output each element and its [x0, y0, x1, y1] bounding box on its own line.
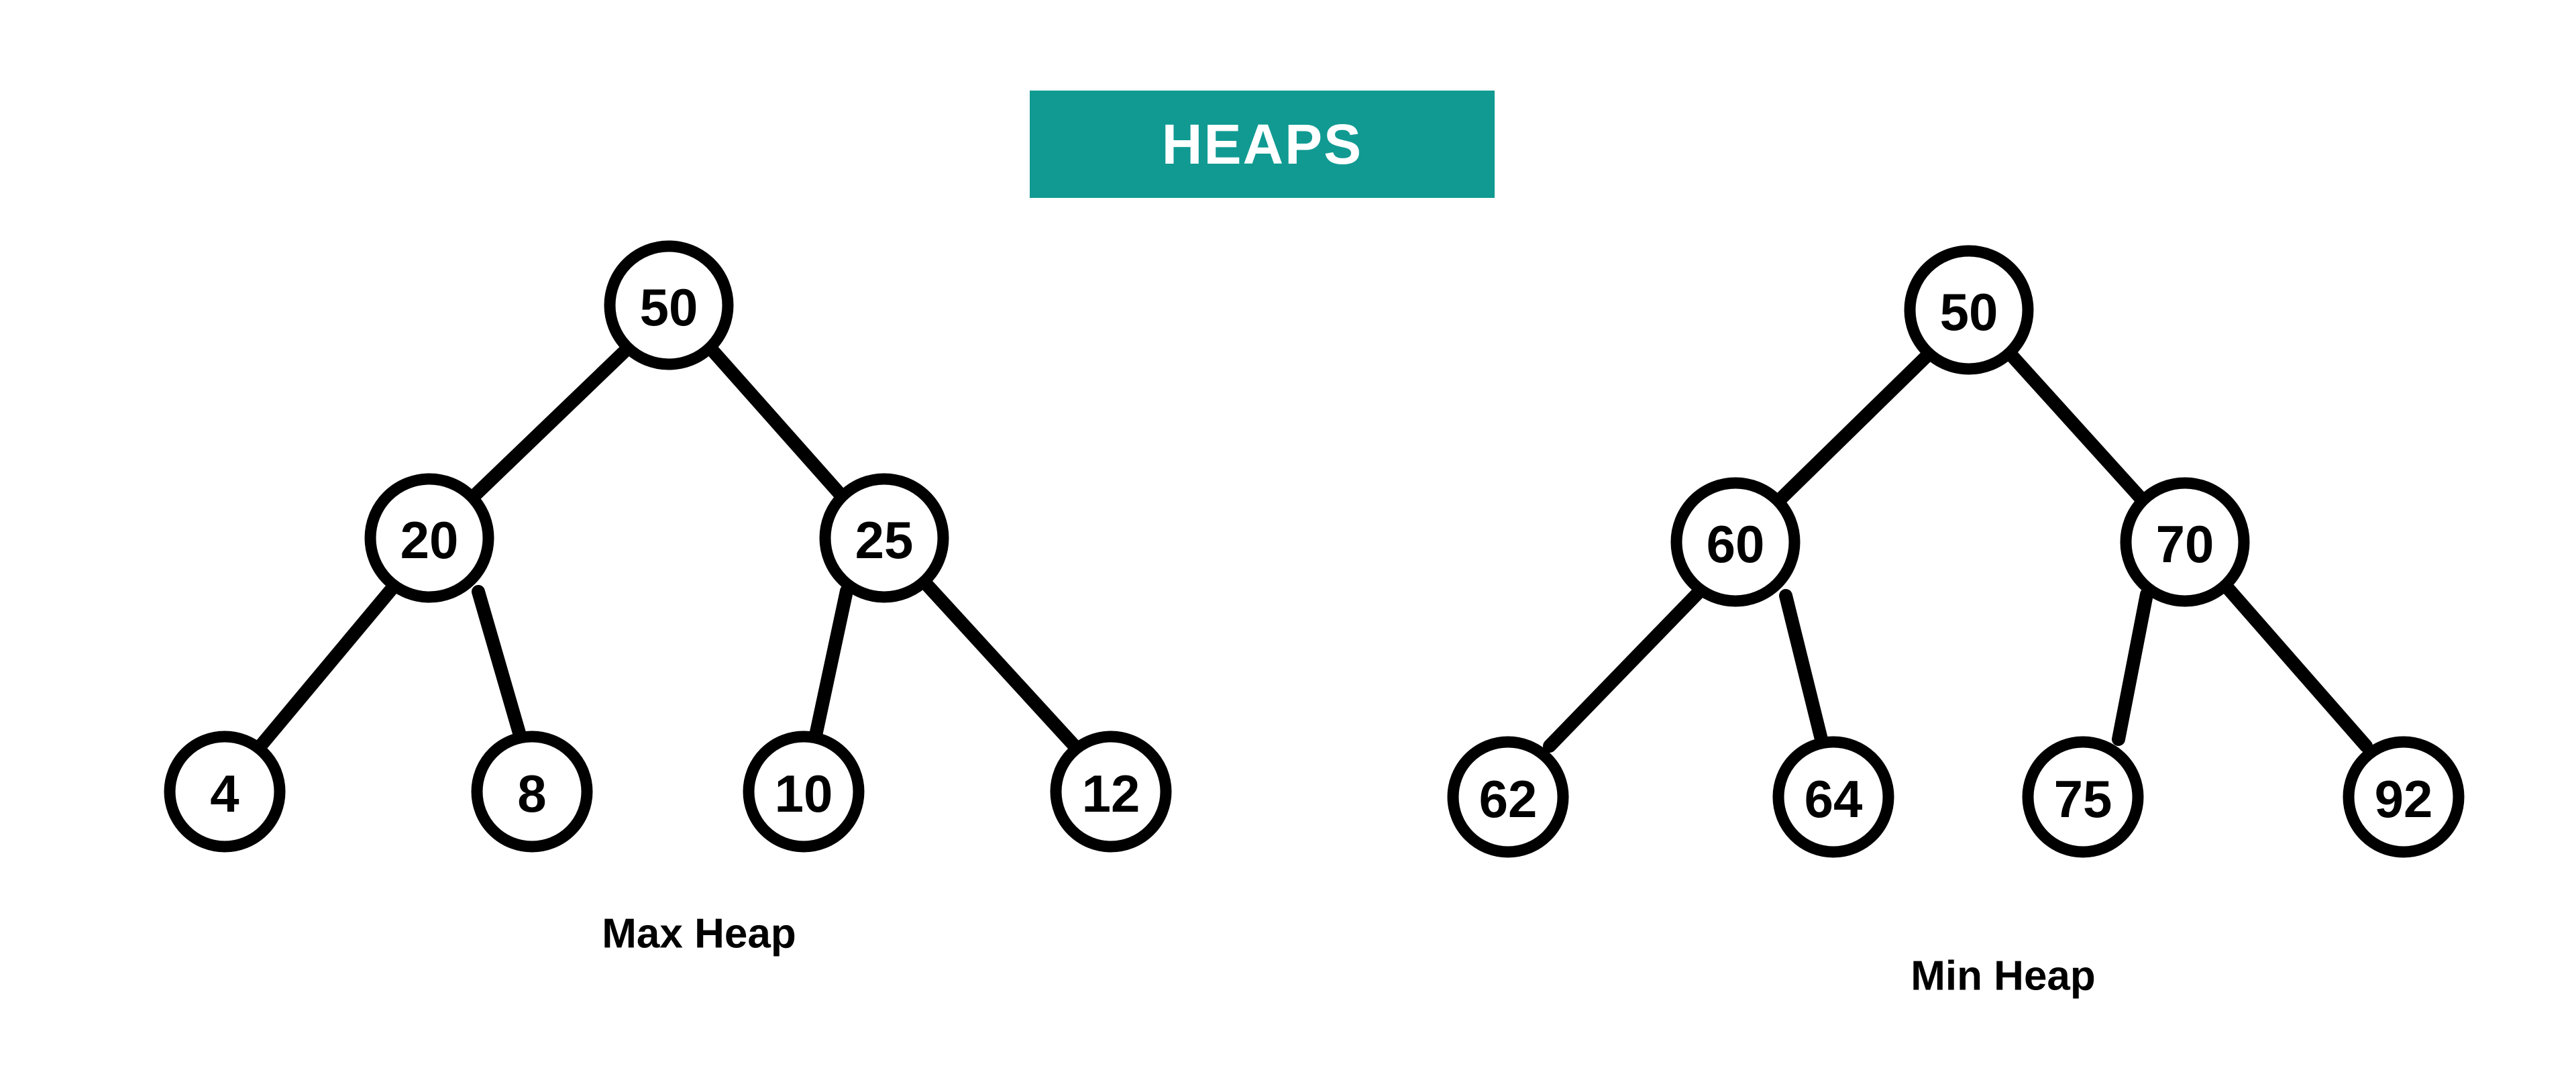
page-title: HEAPS — [1161, 113, 1363, 176]
node-value-label: 60 — [1707, 515, 1765, 574]
edge-min-root-to-min-l — [1771, 347, 1935, 508]
node-max-rr[interactable]: 12 — [1050, 731, 1172, 853]
caption-min-heap: Min Heap — [1911, 953, 2096, 1000]
node-circle — [1772, 736, 1894, 858]
caption-max-heap: Max Heap — [602, 911, 796, 957]
node-max-l[interactable]: 20 — [364, 473, 494, 603]
node-circle — [471, 731, 593, 853]
node-min-l[interactable]: 60 — [1670, 477, 1801, 607]
node-circle — [819, 473, 949, 603]
edge-max-r-to-max-rl — [809, 584, 853, 742]
node-value-label: 20 — [400, 511, 459, 570]
node-value-label: 4 — [210, 764, 239, 823]
node-circle — [1670, 477, 1801, 607]
node-value-label: 64 — [1805, 769, 1863, 828]
edge-min-root-to-min-r — [2004, 347, 2151, 508]
edge-max-root-to-max-r — [704, 341, 850, 504]
node-min-root[interactable]: 50 — [1904, 245, 2034, 375]
edge-min-r-to-min-rl — [2112, 588, 2153, 746]
node-circle — [604, 240, 734, 370]
node-value-label: 62 — [1479, 769, 1538, 828]
node-min-r[interactable]: 70 — [2120, 477, 2250, 607]
node-circle — [2022, 736, 2144, 858]
node-max-r[interactable]: 25 — [819, 473, 949, 603]
node-max-ll[interactable]: 4 — [164, 731, 286, 853]
node-max-rl[interactable]: 10 — [743, 731, 865, 853]
node-circle — [743, 731, 865, 853]
node-min-lr[interactable]: 64 — [1772, 736, 1894, 858]
node-circle — [1447, 736, 1569, 858]
node-value-label: 50 — [640, 278, 698, 337]
edge-min-l-to-min-ll — [1543, 584, 1707, 753]
node-value-label: 50 — [1940, 282, 1998, 341]
node-circle — [364, 473, 494, 603]
node-value-label: 12 — [1082, 764, 1140, 823]
node-circle — [2120, 477, 2250, 607]
edge-min-l-to-min-lr — [1779, 589, 1828, 746]
node-value-label: 10 — [775, 764, 833, 823]
node-value-label: 8 — [517, 764, 546, 823]
title-banner: HEAPS — [1030, 91, 1495, 198]
node-min-ll[interactable]: 62 — [1447, 736, 1569, 858]
edge-max-r-to-max-rr — [920, 578, 1080, 751]
edge-max-l-to-max-lr — [472, 585, 527, 742]
node-value-label: 75 — [2054, 769, 2112, 828]
node-value-label: 92 — [2375, 769, 2433, 828]
edge-min-r-to-min-rr — [2222, 582, 2373, 753]
edge-max-root-to-max-l — [466, 341, 635, 504]
node-max-root[interactable]: 50 — [604, 240, 734, 370]
node-value-label: 70 — [2156, 515, 2214, 574]
node-value-label: 25 — [855, 511, 914, 570]
node-min-rr[interactable]: 92 — [2343, 736, 2465, 858]
node-circle — [1904, 245, 2034, 375]
node-circle — [2343, 736, 2465, 858]
node-circle — [164, 731, 286, 853]
node-min-rl[interactable]: 75 — [2022, 736, 2144, 858]
node-circle — [1050, 731, 1172, 853]
edge-max-l-to-max-ll — [255, 579, 401, 751]
node-max-lr[interactable]: 8 — [471, 731, 593, 853]
